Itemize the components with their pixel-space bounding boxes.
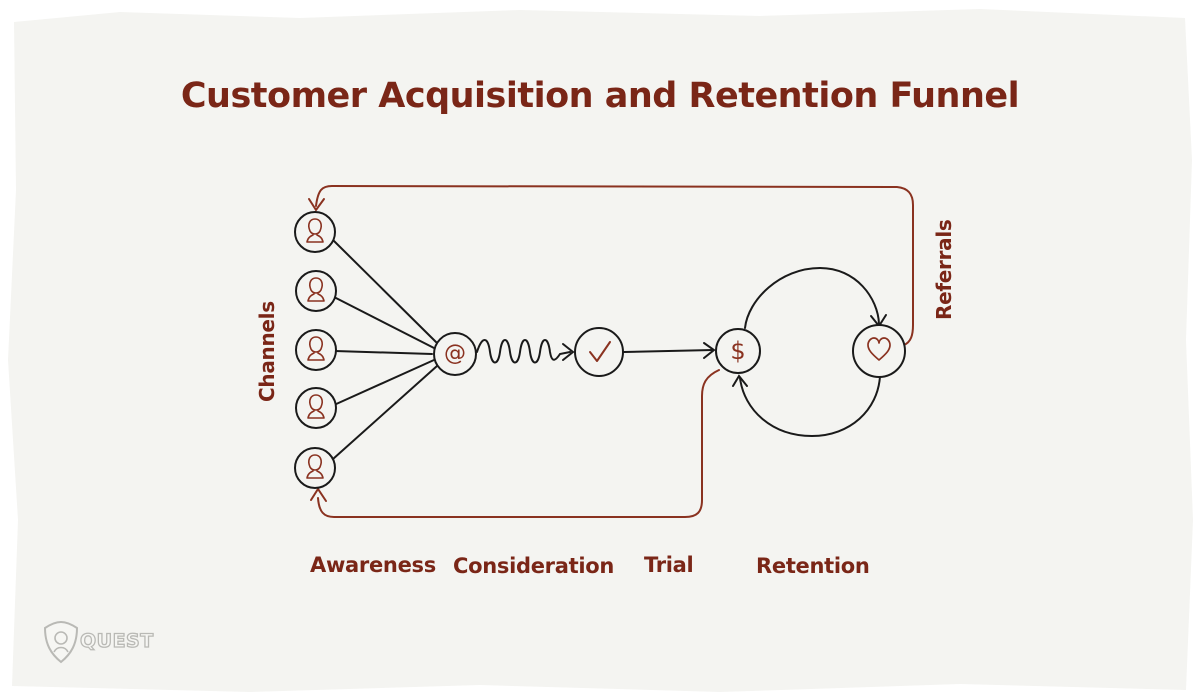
channel-node-4: [295, 387, 337, 429]
brand-logo: QUEST: [79, 629, 154, 652]
retention-loop-bottom: [739, 375, 881, 438]
referral-feedback-arrowhead: [308, 198, 325, 212]
referral-feedback-line: [315, 184, 914, 346]
person-icon: [307, 277, 325, 302]
purchase-node: [715, 328, 761, 374]
return-feedback-line: [317, 369, 720, 518]
return-feedback-arrowhead: [310, 487, 327, 502]
connector-channel-1: [332, 239, 437, 343]
stage-label-retention: Retention: [756, 554, 870, 578]
stage-label-consideration: Consideration: [453, 554, 615, 578]
retention-loop-bottom-arrowhead: [732, 374, 748, 387]
channel-node-1: [294, 211, 336, 253]
referrals-label: Referrals: [932, 219, 956, 320]
wavy-connector: [476, 339, 571, 364]
trial-to-purchase-arrow: [623, 349, 714, 353]
trial-to-purchase-arrowhead: [703, 342, 716, 359]
email-node: [433, 332, 477, 376]
person-icon: [307, 394, 325, 419]
brand-logo-text: QUEST: [79, 629, 154, 652]
trial-node: [574, 327, 624, 377]
page-title: Customer Acquisition and Retention Funne…: [180, 76, 1020, 116]
connector-channel-5: [332, 365, 438, 460]
loyalty-node: [852, 324, 906, 378]
logo-mark: [43, 620, 79, 664]
checkmark-icon: [589, 341, 611, 362]
channel-node-5: [294, 447, 336, 489]
connector-channel-4: [333, 359, 435, 406]
channels-label: Channels: [255, 301, 279, 402]
channel-nodes: [294, 211, 337, 489]
person-icon: [306, 218, 324, 243]
connector-channel-2: [333, 296, 435, 349]
channel-node-2: [295, 270, 337, 312]
person-icon: [307, 336, 325, 361]
dollar-icon: $: [730, 337, 746, 365]
person-icon: [306, 454, 324, 479]
channel-node-3: [295, 329, 337, 371]
heart-icon: [867, 337, 891, 361]
stage-label-awareness: Awareness: [310, 553, 436, 577]
stage-label-trial: Trial: [644, 553, 694, 577]
connector-channel-3: [334, 350, 433, 355]
retention-loop-top: [744, 266, 880, 329]
at-sign-icon: @: [444, 341, 466, 366]
channel-connectors: [332, 239, 438, 460]
wavy-arrowhead: [562, 343, 575, 361]
